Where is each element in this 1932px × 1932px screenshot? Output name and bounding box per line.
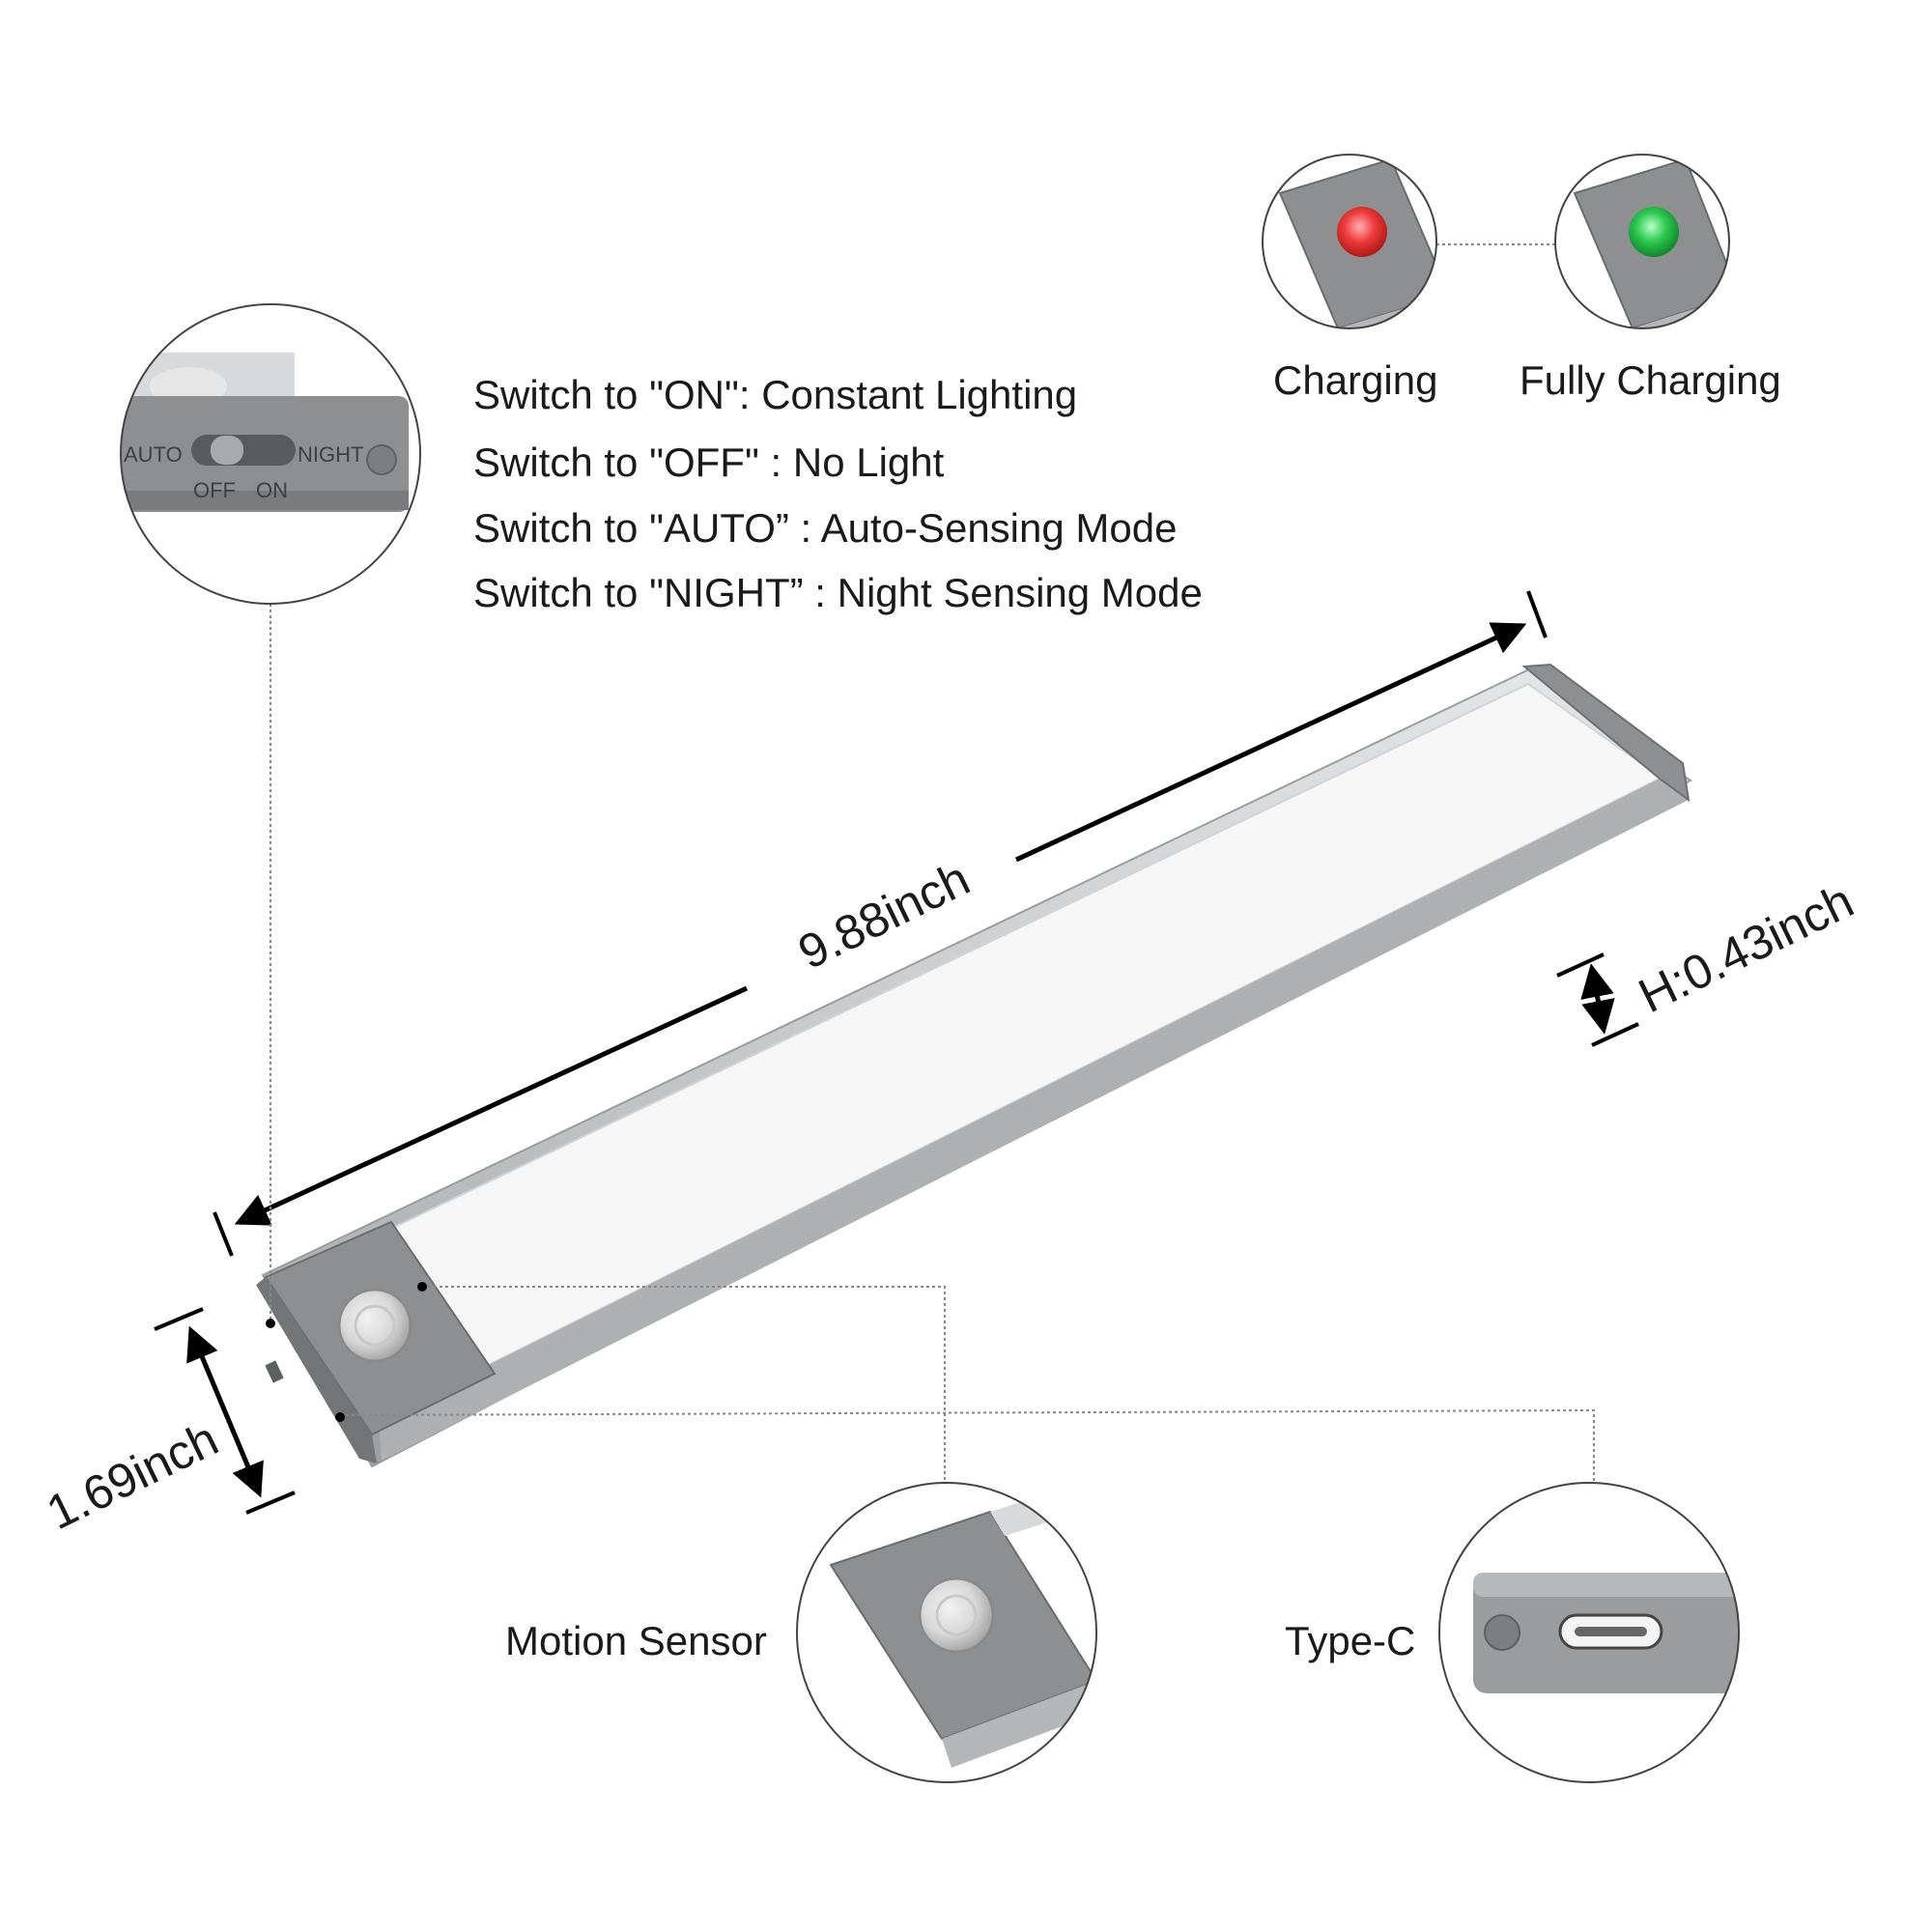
screw-icon bbox=[366, 444, 397, 475]
charging-label: Charging bbox=[1273, 357, 1438, 403]
motion-sensor-label: Motion Sensor bbox=[505, 1618, 767, 1663]
leader-lines bbox=[270, 243, 1595, 1483]
charging-indicator-detail bbox=[1262, 154, 1437, 329]
type-c-detail bbox=[1438, 1482, 1740, 1783]
switch-label-on: ON bbox=[256, 478, 288, 502]
fully-charging-label: Fully Charging bbox=[1520, 357, 1781, 403]
switch-label-night: NIGHT bbox=[298, 442, 363, 467]
screw-icon bbox=[1484, 1614, 1520, 1651]
height-dimension bbox=[1556, 952, 1639, 1047]
mode-auto-text: Switch to "AUTO” : Auto-Sensing Mode bbox=[473, 505, 1178, 551]
light-bar bbox=[256, 663, 1692, 1468]
motion-sensor-detail bbox=[796, 1482, 1097, 1783]
length-dimension bbox=[213, 590, 1548, 1257]
switch-detail: AUTO NIGHT OFF ON bbox=[120, 303, 421, 605]
red-led-icon bbox=[1337, 207, 1387, 257]
side-switch bbox=[265, 1360, 284, 1383]
green-led-icon bbox=[1629, 207, 1679, 257]
mode-night-text: Switch to "NIGHT” : Night Sensing Mode bbox=[473, 570, 1203, 615]
sensor-cap bbox=[256, 1220, 497, 1463]
mode-on-text: Switch to "ON": Constant Lighting bbox=[473, 372, 1078, 417]
type-c-label: Type-C bbox=[1285, 1618, 1416, 1663]
switch-label-off: OFF bbox=[193, 478, 236, 502]
leader-dots bbox=[266, 1282, 427, 1422]
width-dimension bbox=[154, 1307, 296, 1515]
mode-off-text: Switch to "OFF" : No Light bbox=[473, 440, 945, 485]
full-charge-indicator-detail bbox=[1554, 154, 1730, 329]
mode-switch-knob bbox=[211, 436, 243, 465]
switch-label-auto: AUTO bbox=[124, 442, 183, 467]
motion-sensor-lens bbox=[337, 1288, 412, 1363]
